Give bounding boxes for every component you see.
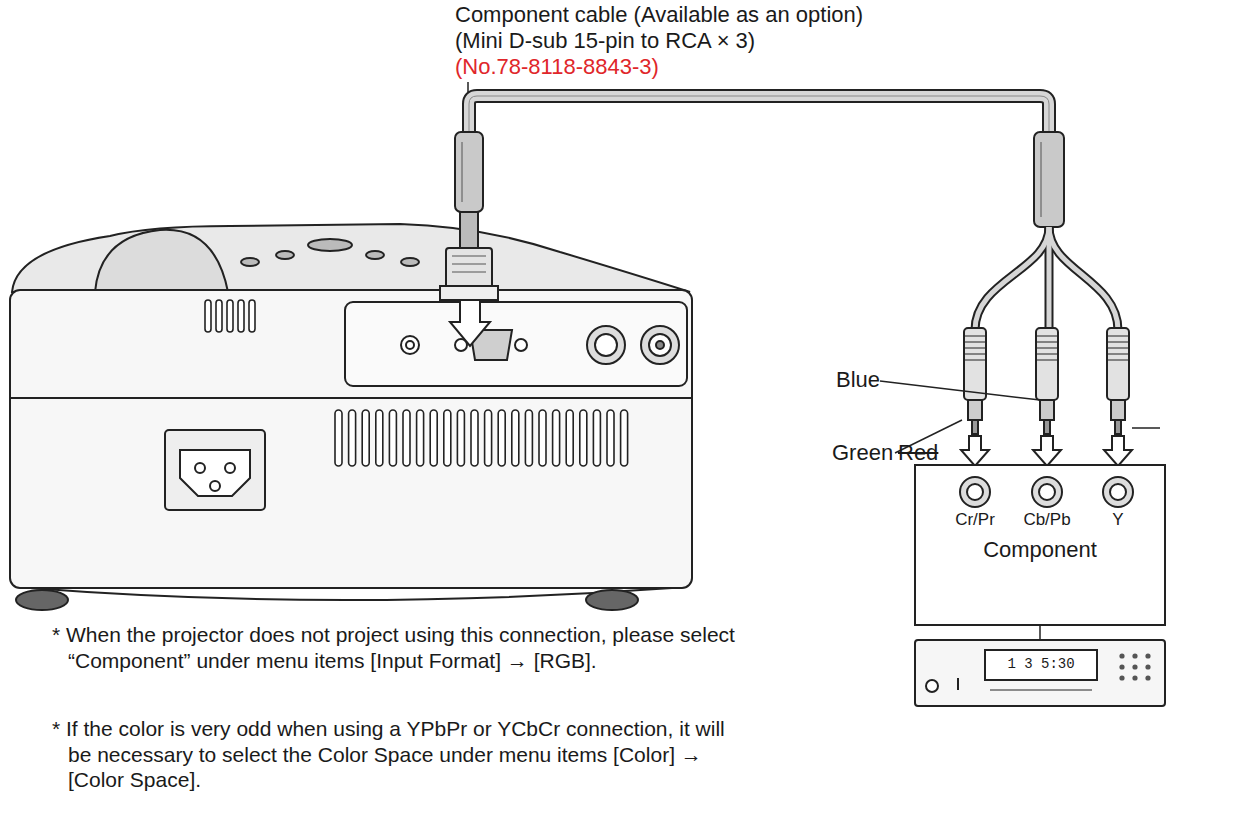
display-readout: 1 3 5:30 [1007, 656, 1074, 673]
leader-line [467, 82, 469, 92]
panel-title: Component [915, 537, 1165, 563]
wire-color: Red [898, 440, 938, 466]
component-cable [440, 96, 1132, 466]
cable-label: (Mini D-sub 15-pin to RCA × 3) [455, 28, 755, 54]
wire-color: Blue [836, 367, 880, 393]
cable-label: Component cable (Available as an option) [455, 2, 863, 28]
player-buttons [1119, 653, 1150, 680]
component-jacks [915, 465, 1165, 640]
signal-name: Cb/Pb [1023, 510, 1070, 530]
part-number: (No.78-8118-8843-3) [455, 54, 659, 80]
vent-slots [205, 300, 628, 466]
projector [10, 224, 692, 610]
signal-name: Cr/Pr [955, 510, 995, 530]
connector-panel: Component [915, 465, 1165, 625]
note-text: * If the color is very odd when using a … [52, 716, 748, 793]
leader-line [880, 381, 1040, 400]
wire-color: Green [832, 440, 893, 466]
note-text: * When the projector does not project us… [52, 622, 748, 673]
leader-line [1132, 427, 1160, 429]
dvd-player [915, 640, 1165, 706]
signal-name: Y [1112, 510, 1123, 530]
